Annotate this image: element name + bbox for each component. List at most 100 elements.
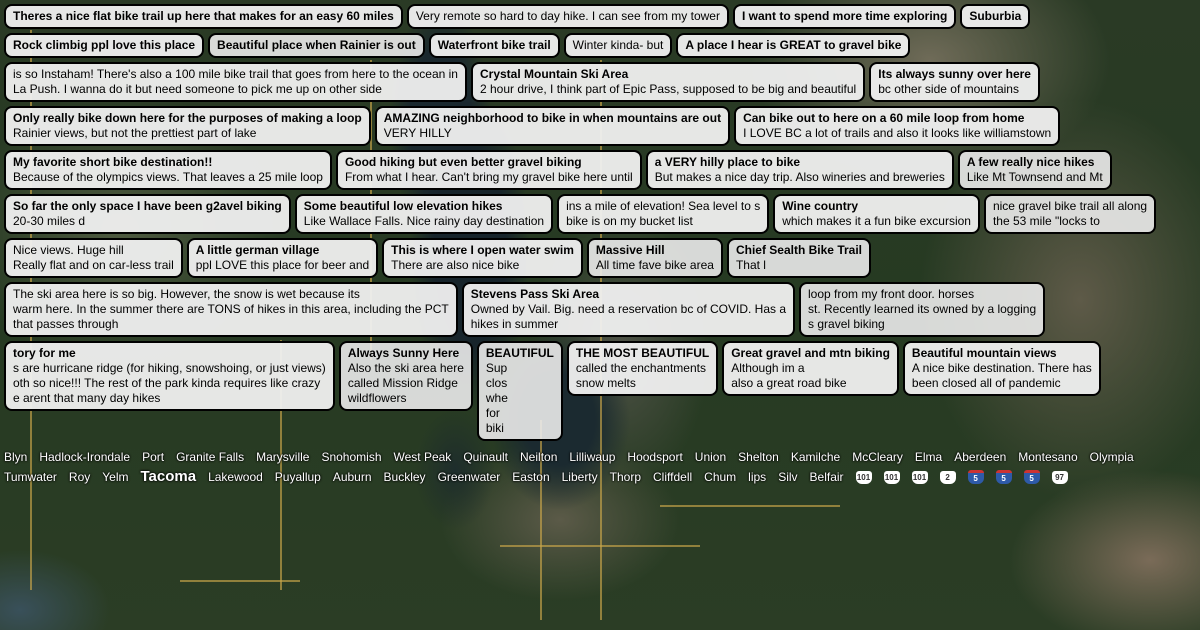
highway-shield-icon: 101 <box>911 470 928 484</box>
town-label: Snohomish <box>321 450 382 464</box>
popup-title: Chief Sealth Bike Trail <box>735 243 862 257</box>
popup-title: Stevens Pass Ski Area <box>470 287 600 301</box>
popup-description: VERY HILLY <box>383 126 452 140</box>
popup-description: All time fave bike area <box>595 258 714 272</box>
town-label: Liberty <box>561 470 598 484</box>
popup-title: Good hiking but even better gravel bikin… <box>344 155 582 169</box>
town-label: Blyn <box>4 450 28 464</box>
town-label: Greenwater <box>437 470 501 484</box>
town-label: Cliffdell <box>653 470 693 484</box>
map-info-popup[interactable]: is so Instaham! There's also a 100 mile … <box>4 62 467 102</box>
map-info-popup[interactable]: Waterfront bike trail <box>428 33 560 58</box>
popup-description: But makes a nice day trip. Also wineries… <box>654 170 945 184</box>
town-label: Tumwater <box>4 470 57 484</box>
popup-description: bike is on my bucket list <box>566 214 693 228</box>
highway-shield-icon: 5 <box>1023 470 1040 484</box>
popup-description: La Push. I wanna do it but need someone … <box>13 82 382 96</box>
map-info-popup[interactable]: Only really bike down here for the purpo… <box>4 106 371 146</box>
popup-title: Can bike out to here on a 60 mile loop f… <box>743 111 1025 125</box>
map-info-popup[interactable]: So far the only space I have been g2avel… <box>4 194 291 234</box>
popup-description: Very remote so hard to day hike. I can s… <box>415 9 720 23</box>
popup-description: From what I hear. Can't bring my gravel … <box>344 170 633 184</box>
map-info-popup[interactable]: I want to spend more time exploring <box>732 4 957 29</box>
road <box>540 420 542 620</box>
map-info-popup[interactable]: Very remote so hard to day hike. I can s… <box>406 4 729 29</box>
town-label: Union <box>694 450 727 464</box>
popup-description: called the enchantments <box>575 361 706 375</box>
popup-description: s are hurricane ridge (for hiking, snows… <box>13 361 326 375</box>
popup-title: Wine country <box>782 199 859 213</box>
map-info-popup[interactable]: My favorite short bike destination!!Beca… <box>4 150 332 190</box>
town-label: Granite Falls <box>176 450 245 464</box>
popup-description: Like Wallace Falls. Nice rainy day desti… <box>303 214 545 228</box>
popup-description: oth so nice!!! The rest of the park kind… <box>13 376 321 390</box>
town-label: West Peak <box>393 450 452 464</box>
popup-list: Theres a nice flat bike trail up here th… <box>4 4 1196 441</box>
popup-description: 20-30 miles d <box>13 214 86 228</box>
popup-description: s gravel biking <box>808 317 885 331</box>
map-info-popup[interactable]: Suburbia <box>960 4 1031 29</box>
map-info-popup[interactable]: Rock climbig ppl love this place <box>4 33 205 58</box>
popup-description: st. Recently learned its owned by a logg… <box>808 302 1037 316</box>
town-label: Port <box>142 450 165 464</box>
popup-description: I LOVE BC a lot of trails and also it lo… <box>743 126 1052 140</box>
town-label: lips <box>748 470 767 484</box>
popup-description: A nice bike destination. There has <box>911 361 1092 375</box>
map-info-popup[interactable]: Theres a nice flat bike trail up here th… <box>4 4 403 29</box>
popup-description: e arent that many day hikes <box>13 391 161 405</box>
popup-description: Owned by Vail. Big. need a reservation b… <box>470 302 787 316</box>
popup-title: Only really bike down here for the purpo… <box>13 111 362 125</box>
popup-description: been closed all of pandemic <box>911 376 1061 390</box>
map-info-popup[interactable]: Beautiful place when Rainier is out <box>208 33 425 58</box>
map-info-popup[interactable]: A place I hear is GREAT to gravel bike <box>676 33 911 58</box>
road <box>600 60 602 620</box>
popup-title: Always Sunny Here <box>347 346 460 360</box>
popup-description: Because of the olympics views. That leav… <box>13 170 323 184</box>
town-label: Quinault <box>463 450 509 464</box>
town-label: Olympia <box>1089 450 1134 464</box>
town-label: Kamilche <box>790 450 841 464</box>
popup-description: that passes through <box>13 317 119 331</box>
popup-description: hikes in summer <box>470 317 559 331</box>
popup-description: Really flat and on car-less trail <box>13 258 174 272</box>
popup-description: bc other side of mountains <box>878 82 1019 96</box>
town-label: Marysville <box>256 450 310 464</box>
popup-description: whe <box>485 391 508 405</box>
popup-description: for <box>485 406 500 420</box>
town-label: Silv <box>778 470 798 484</box>
popup-description: 2 hour drive, I think part of Epic Pass,… <box>479 82 857 96</box>
popup-description: Also the ski area here <box>347 361 464 375</box>
map-info-popup[interactable]: Can bike out to here on a 60 mile loop f… <box>734 106 1061 146</box>
town-label: Elma <box>914 450 943 464</box>
map-info-popup[interactable]: Winter kinda- but <box>563 33 673 58</box>
map-info-popup[interactable]: Good hiking but even better gravel bikin… <box>335 150 642 190</box>
popup-description: The ski area here is so big. However, th… <box>13 287 360 301</box>
popup-title: A few really nice hikes <box>966 155 1095 169</box>
town-label: Hoodsport <box>627 450 683 464</box>
map-info-popup[interactable]: The ski area here is so big. However, th… <box>4 282 458 337</box>
road <box>180 580 300 582</box>
map-info-popup[interactable]: AMAZING neighborhood to bike in when mou… <box>374 106 731 146</box>
popup-title: Crystal Mountain Ski Area <box>479 67 629 81</box>
